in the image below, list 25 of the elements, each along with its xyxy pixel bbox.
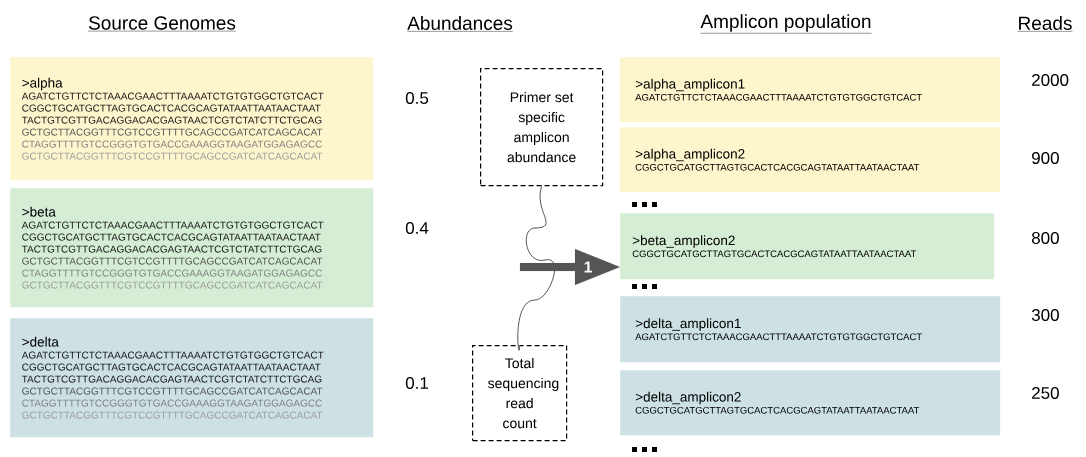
- read-count: 2000: [1032, 74, 1069, 86]
- amplicon-box: >delta_amplicon1 AGATCTGTTCTCTAAACGAACTTTAAAATCTGTGTGGCTGTCACT: [620, 296, 1001, 363]
- column-heading: Source Genomes: [87, 16, 237, 32]
- amplicon-box: >delta_amplicon2 CGGCTGCATGCTTAGTGCACTCACGCAGTATAATTAATAACTAAT: [620, 370, 1001, 436]
- note-box: Primer set specific amplicon abundance: [480, 68, 604, 187]
- genome-box: >alpha AGATCTGTTCTCTAAACGAACTTTAAAATCTGTGTGGCTGTCACT CGGCTGCATGCTTAGTGCACTCACGCAGTATAATTAATAACTAAT TACTGTCGTTGACAGGACACGAGTAACTCGTCTATCTTCTGCAG GCTGCTTACGGTTTCGTCCGTTTTGCAGCCGATCATCAGCACAT CTAGGTTTTGTCCGGGTGTGACCGAAAGGTAAGATGGAGAGCC GCTGCTTACGGTTTCGTCCGTTTTGCAGCCGATCATCAGCACAT: [10, 57, 374, 181]
- amplicon-box: >beta_amplicon2 CGGCTGCATGCTTAGTGCACTCACGCAGTATAATTAATAACTAAT: [620, 213, 995, 280]
- curly-line: [517, 185, 556, 351]
- abundance-value: 0.1: [405, 376, 428, 389]
- note-box: Total sequencing read count: [472, 345, 568, 442]
- abundance-value: 0.4: [405, 221, 429, 234]
- column-heading: Amplicon population: [700, 14, 872, 34]
- read-count: 250: [1032, 386, 1059, 399]
- genome-box: >delta AGATCTGTTCTCTAAACGAACTTTAAAATCTGTGTGGCTGTCACT CGGCTGCATGCTTAGTGCACTCACGCAGTATAATTAATAACTAAT TACTGTCGTTGACAGGACACGAGTAACTCGTCTATCTTCTGCAG GCTGCTTACGGTTTCGTCCGTTTTGCAGCCGATCATCAGCACAT CTAGGTTTTGTCCGGGTGTGACCGAAAGGTAAGATGGAGAGCC GCTGCTTACGGTTTCGTCCGTTTTGCAGCCGATCATCAGCACAT: [10, 318, 374, 438]
- read-count: 800: [1031, 231, 1059, 244]
- amplicon-box: >alpha_amplicon2 CGGCTGCATGCTTAGTGCACTCACGCAGTATAATTAATAACTAAT: [620, 127, 1001, 193]
- flow-arrow: [519, 248, 621, 286]
- amplicon-box: >alpha_amplicon1 AGATCTGTTCTCTAAACGAACTTTAAAATCTGTGTGGCTGTCACT: [620, 57, 1001, 123]
- read-count: 900: [1032, 151, 1059, 164]
- edge-label: 1: [584, 261, 592, 273]
- column-heading: Reads: [1017, 16, 1073, 32]
- read-count: 300: [1031, 308, 1059, 321]
- abundance-value: 0.5: [405, 91, 429, 104]
- genome-box: >beta AGATCTGTTCTCTAAACGAACTTTAAAATCTGTGTGGCTGTCACT CGGCTGCATGCTTAGTGCACTCACGCAGTATAATTAATAACTAAT TACTGTCGTTGACAGGACACGAGTAACTCGTCTATCTTCTGCAG GCTGCTTACGGTTTCGTCCGTTTTGCAGCCGATCATCAGCACAT CTAGGTTTTGTCCGGGTGTGACCGAAAGGTAAGATGGAGAGCC GCTGCTTACGGTTTCGTCCGTTTTGCAGCCGATCATCAGCACAT: [10, 188, 374, 308]
- column-heading: Abundances: [407, 16, 514, 32]
